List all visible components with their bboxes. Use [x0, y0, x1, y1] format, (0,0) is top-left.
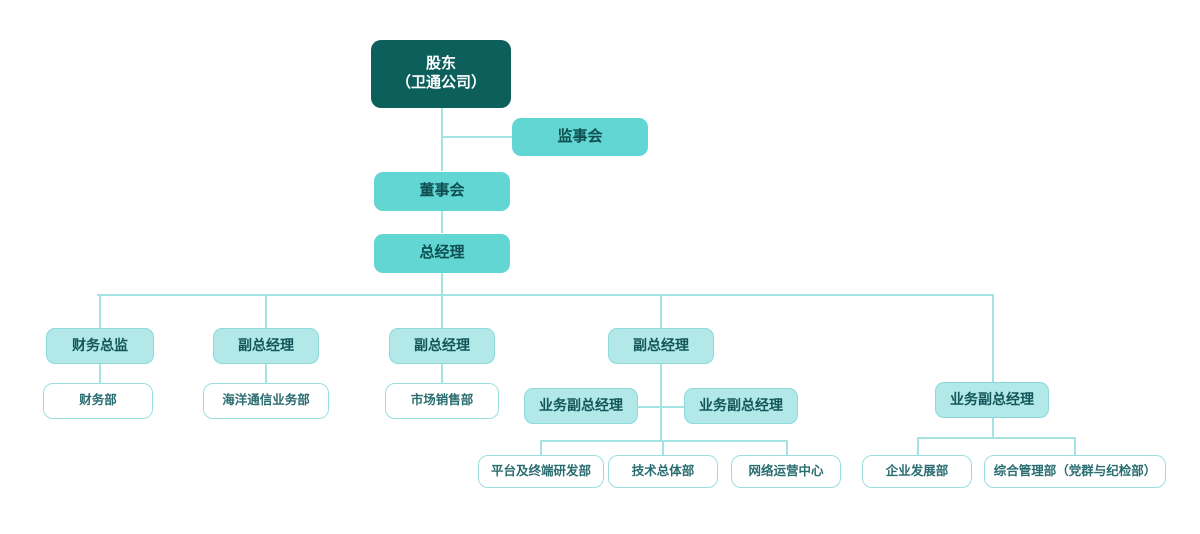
node-biz-deputy-gm-far-right-label: 业务副总经理	[950, 391, 1034, 408]
node-enterprise-dev-dept[interactable]: 企业发展部	[862, 455, 972, 488]
node-shareholder-line1: 股东	[425, 55, 456, 73]
node-general-admin-dept-label: 综合管理部（党群与纪检部）	[993, 463, 1157, 478]
node-deputy-gm-3-label: 副总经理	[633, 337, 689, 354]
connector-dgm3-to-biz-right	[660, 406, 685, 408]
node-platform-terminal-rd[interactable]: 平台及终端研发部	[478, 455, 604, 488]
connector-drop-platform-rd	[540, 440, 542, 456]
node-general-manager-label: 总经理	[419, 244, 465, 262]
node-platform-terminal-rd-label: 平台及终端研发部	[490, 463, 591, 478]
node-network-ops-center[interactable]: 网络运营中心	[731, 455, 841, 488]
node-biz-deputy-gm-left[interactable]: 业务副总经理	[524, 388, 638, 424]
connector-root-stem	[441, 108, 443, 171]
node-cfo-label: 财务总监	[72, 337, 128, 354]
connector-board-to-gm	[441, 211, 443, 233]
connector-drop-network-ops	[786, 440, 788, 456]
node-deputy-gm-2-label: 副总经理	[414, 337, 470, 354]
connector-supervisory-branch	[441, 136, 513, 138]
node-deputy-gm-1-label: 副总经理	[238, 337, 294, 354]
connector-dgm3-bus	[540, 440, 788, 442]
node-general-admin-dept[interactable]: 综合管理部（党群与纪检部）	[984, 455, 1166, 488]
node-deputy-gm-3[interactable]: 副总经理	[608, 328, 714, 364]
connector-biz-far-right-stem	[992, 418, 994, 438]
node-market-sales-dept[interactable]: 市场销售部	[385, 383, 499, 419]
connector-gm-stem	[441, 273, 443, 296]
node-tech-general-dept[interactable]: 技术总体部	[608, 455, 718, 488]
node-deputy-gm-2[interactable]: 副总经理	[389, 328, 495, 364]
connector-drop-biz-dgm-far-right	[992, 294, 994, 382]
node-supervisory-board[interactable]: 监事会	[512, 118, 648, 156]
node-marine-comm-dept[interactable]: 海洋通信业务部	[203, 383, 329, 419]
node-market-sales-dept-label: 市场销售部	[410, 393, 474, 408]
node-biz-deputy-gm-right[interactable]: 业务副总经理	[684, 388, 798, 424]
node-finance-dept-label: 财务部	[79, 393, 117, 408]
connector-drop-cfo	[99, 294, 101, 328]
connector-drop-dgm2	[441, 294, 443, 328]
node-shareholder[interactable]: 股东 （卫通公司）	[371, 40, 511, 108]
node-biz-deputy-gm-far-right[interactable]: 业务副总经理	[935, 382, 1049, 418]
connector-main-bus	[97, 294, 994, 296]
connector-drop-tech-general	[662, 440, 664, 456]
node-general-manager[interactable]: 总经理	[374, 234, 510, 273]
node-cfo[interactable]: 财务总监	[46, 328, 154, 364]
connector-dgm1-to-marine	[265, 364, 267, 384]
connector-drop-general-admin	[1074, 437, 1076, 456]
connector-drop-enterprise-dev	[917, 437, 919, 456]
node-enterprise-dev-dept-label: 企业发展部	[885, 463, 949, 478]
node-board-of-directors[interactable]: 董事会	[374, 172, 510, 211]
connector-drop-dgm1	[265, 294, 267, 328]
connector-dgm2-to-market	[441, 364, 443, 384]
node-biz-deputy-gm-right-label: 业务副总经理	[699, 397, 783, 414]
node-network-ops-center-label: 网络运营中心	[748, 463, 824, 478]
connector-right-bus	[917, 437, 1076, 439]
node-biz-deputy-gm-left-label: 业务副总经理	[539, 397, 623, 414]
connector-drop-dgm3	[660, 294, 662, 328]
connector-dgm3-spine	[660, 364, 662, 442]
node-shareholder-line2: （卫通公司）	[395, 74, 486, 91]
node-tech-general-dept-label: 技术总体部	[631, 463, 695, 478]
node-deputy-gm-1[interactable]: 副总经理	[213, 328, 319, 364]
connector-dgm3-to-biz-left	[637, 406, 661, 408]
connector-cfo-to-finance	[99, 364, 101, 384]
node-finance-dept[interactable]: 财务部	[43, 383, 153, 419]
node-supervisory-board-label: 监事会	[557, 127, 603, 145]
node-marine-comm-dept-label: 海洋通信业务部	[222, 393, 310, 408]
node-board-of-directors-label: 董事会	[419, 182, 465, 200]
